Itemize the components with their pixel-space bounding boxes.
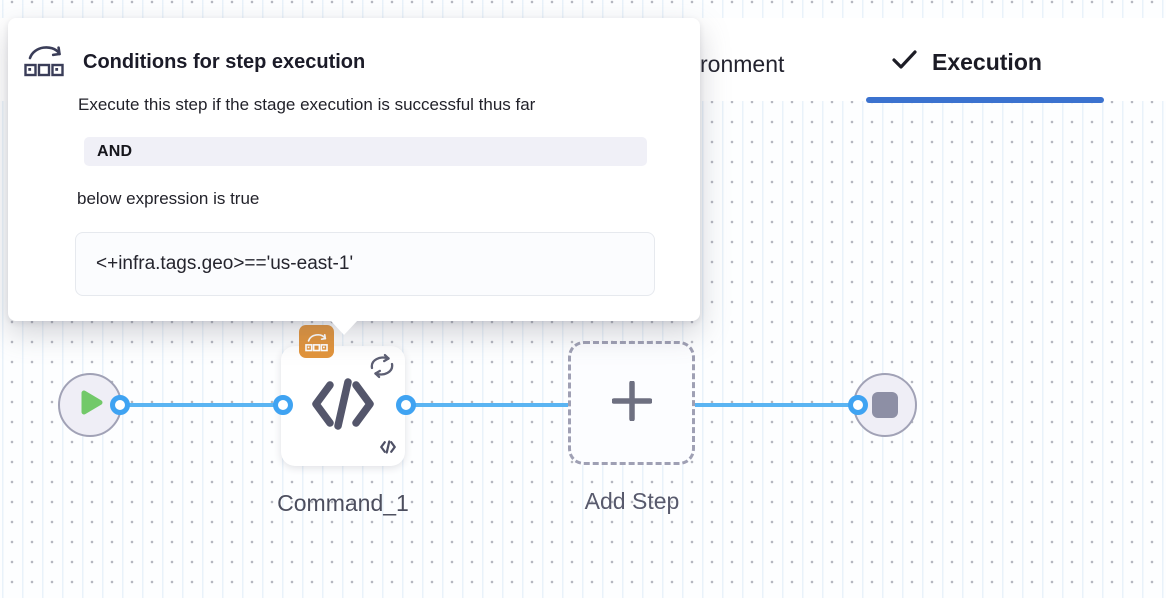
popover-title: Conditions for step execution xyxy=(83,51,366,73)
step-condition-popover: Conditions for step execution Execute th… xyxy=(8,18,700,335)
operator-label: AND xyxy=(97,142,133,160)
checkmark-icon xyxy=(891,48,918,76)
command-step-label: Command_1 xyxy=(277,490,409,516)
command-step-node[interactable] xyxy=(281,346,405,466)
conditional-execution-badge[interactable] xyxy=(299,325,334,358)
expression-box: <+infra.tags.geo>=='us-east-1' xyxy=(75,232,655,296)
port-end-in[interactable] xyxy=(848,395,868,415)
port-step-out[interactable] xyxy=(396,395,416,415)
port-start-out[interactable] xyxy=(110,395,130,415)
expression-caption: below expression is true xyxy=(77,189,260,208)
add-step-button[interactable] xyxy=(568,341,695,465)
conditional-execution-icon xyxy=(22,40,66,85)
stop-icon xyxy=(872,392,898,418)
tab-execution-label: Execution xyxy=(932,48,1042,75)
pipeline-connector-line xyxy=(120,403,858,407)
plus-icon xyxy=(610,379,653,426)
pipeline-end-node[interactable] xyxy=(853,373,917,437)
add-step-label: Add Step xyxy=(584,488,680,514)
play-icon xyxy=(80,389,104,421)
mini-code-icon xyxy=(380,440,396,459)
expression-value: <+infra.tags.geo>=='us-east-1' xyxy=(96,253,354,274)
tab-environment[interactable]: ronment xyxy=(700,51,785,77)
active-tab-underline xyxy=(866,97,1104,103)
code-icon xyxy=(311,377,375,435)
popover-caret xyxy=(330,320,358,335)
operator-pill: AND xyxy=(84,137,647,166)
tab-execution[interactable]: Execution xyxy=(891,48,1042,76)
retry-loop-icon xyxy=(366,353,398,384)
port-step-in[interactable] xyxy=(273,395,293,415)
popover-description: Execute this step if the stage execution… xyxy=(78,95,536,114)
